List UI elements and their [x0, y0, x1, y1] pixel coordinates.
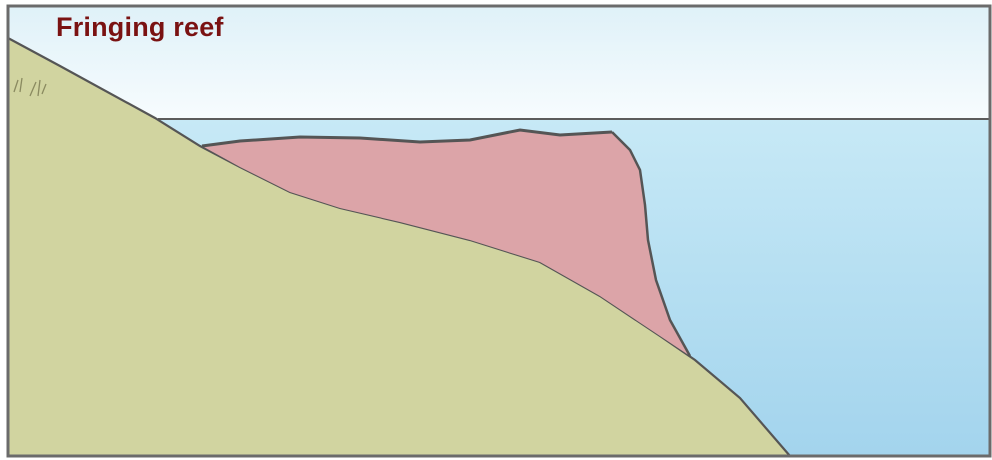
- diagram-title: Fringing reef: [56, 12, 224, 43]
